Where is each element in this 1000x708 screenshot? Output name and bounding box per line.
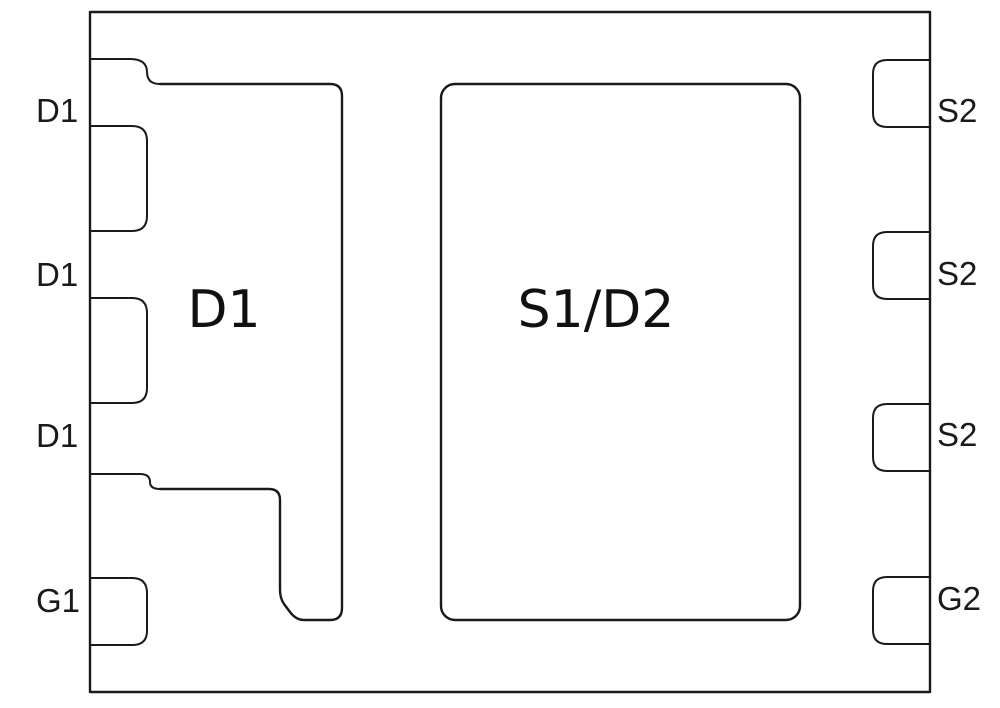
right-pin-tab: [872, 231, 931, 300]
right-pad-label: S1/D2: [518, 280, 675, 340]
right-source-drain-pad: [439, 82, 802, 622]
right-pin-label-4: G2: [937, 580, 981, 617]
left-drain-pad: [158, 82, 344, 622]
right-pin-tabs: [872, 59, 931, 645]
left-pin-tab: [89, 577, 148, 646]
left-pin-label-4: G1: [36, 582, 80, 619]
right-pin-tab: [872, 59, 931, 128]
right-pin-label-1: S2: [937, 92, 977, 129]
left-pin-tabs: [89, 58, 161, 646]
left-pad-label: D1: [187, 280, 260, 340]
left-pin-label-3: D1: [36, 417, 78, 454]
left-pin-tab: [89, 58, 161, 85]
left-pin-tab: [89, 297, 148, 404]
left-pin-tab: [89, 473, 161, 490]
left-pin-label-1: D1: [36, 92, 78, 129]
package-body-outline: [88, 10, 932, 694]
right-pin-label-3: S2: [937, 416, 977, 453]
left-pin-label-2: D1: [36, 256, 78, 293]
right-pin-tab: [872, 403, 931, 472]
right-pin-tab: [872, 576, 931, 645]
left-pin-tab: [89, 125, 148, 232]
right-pin-label-2: S2: [937, 255, 977, 292]
